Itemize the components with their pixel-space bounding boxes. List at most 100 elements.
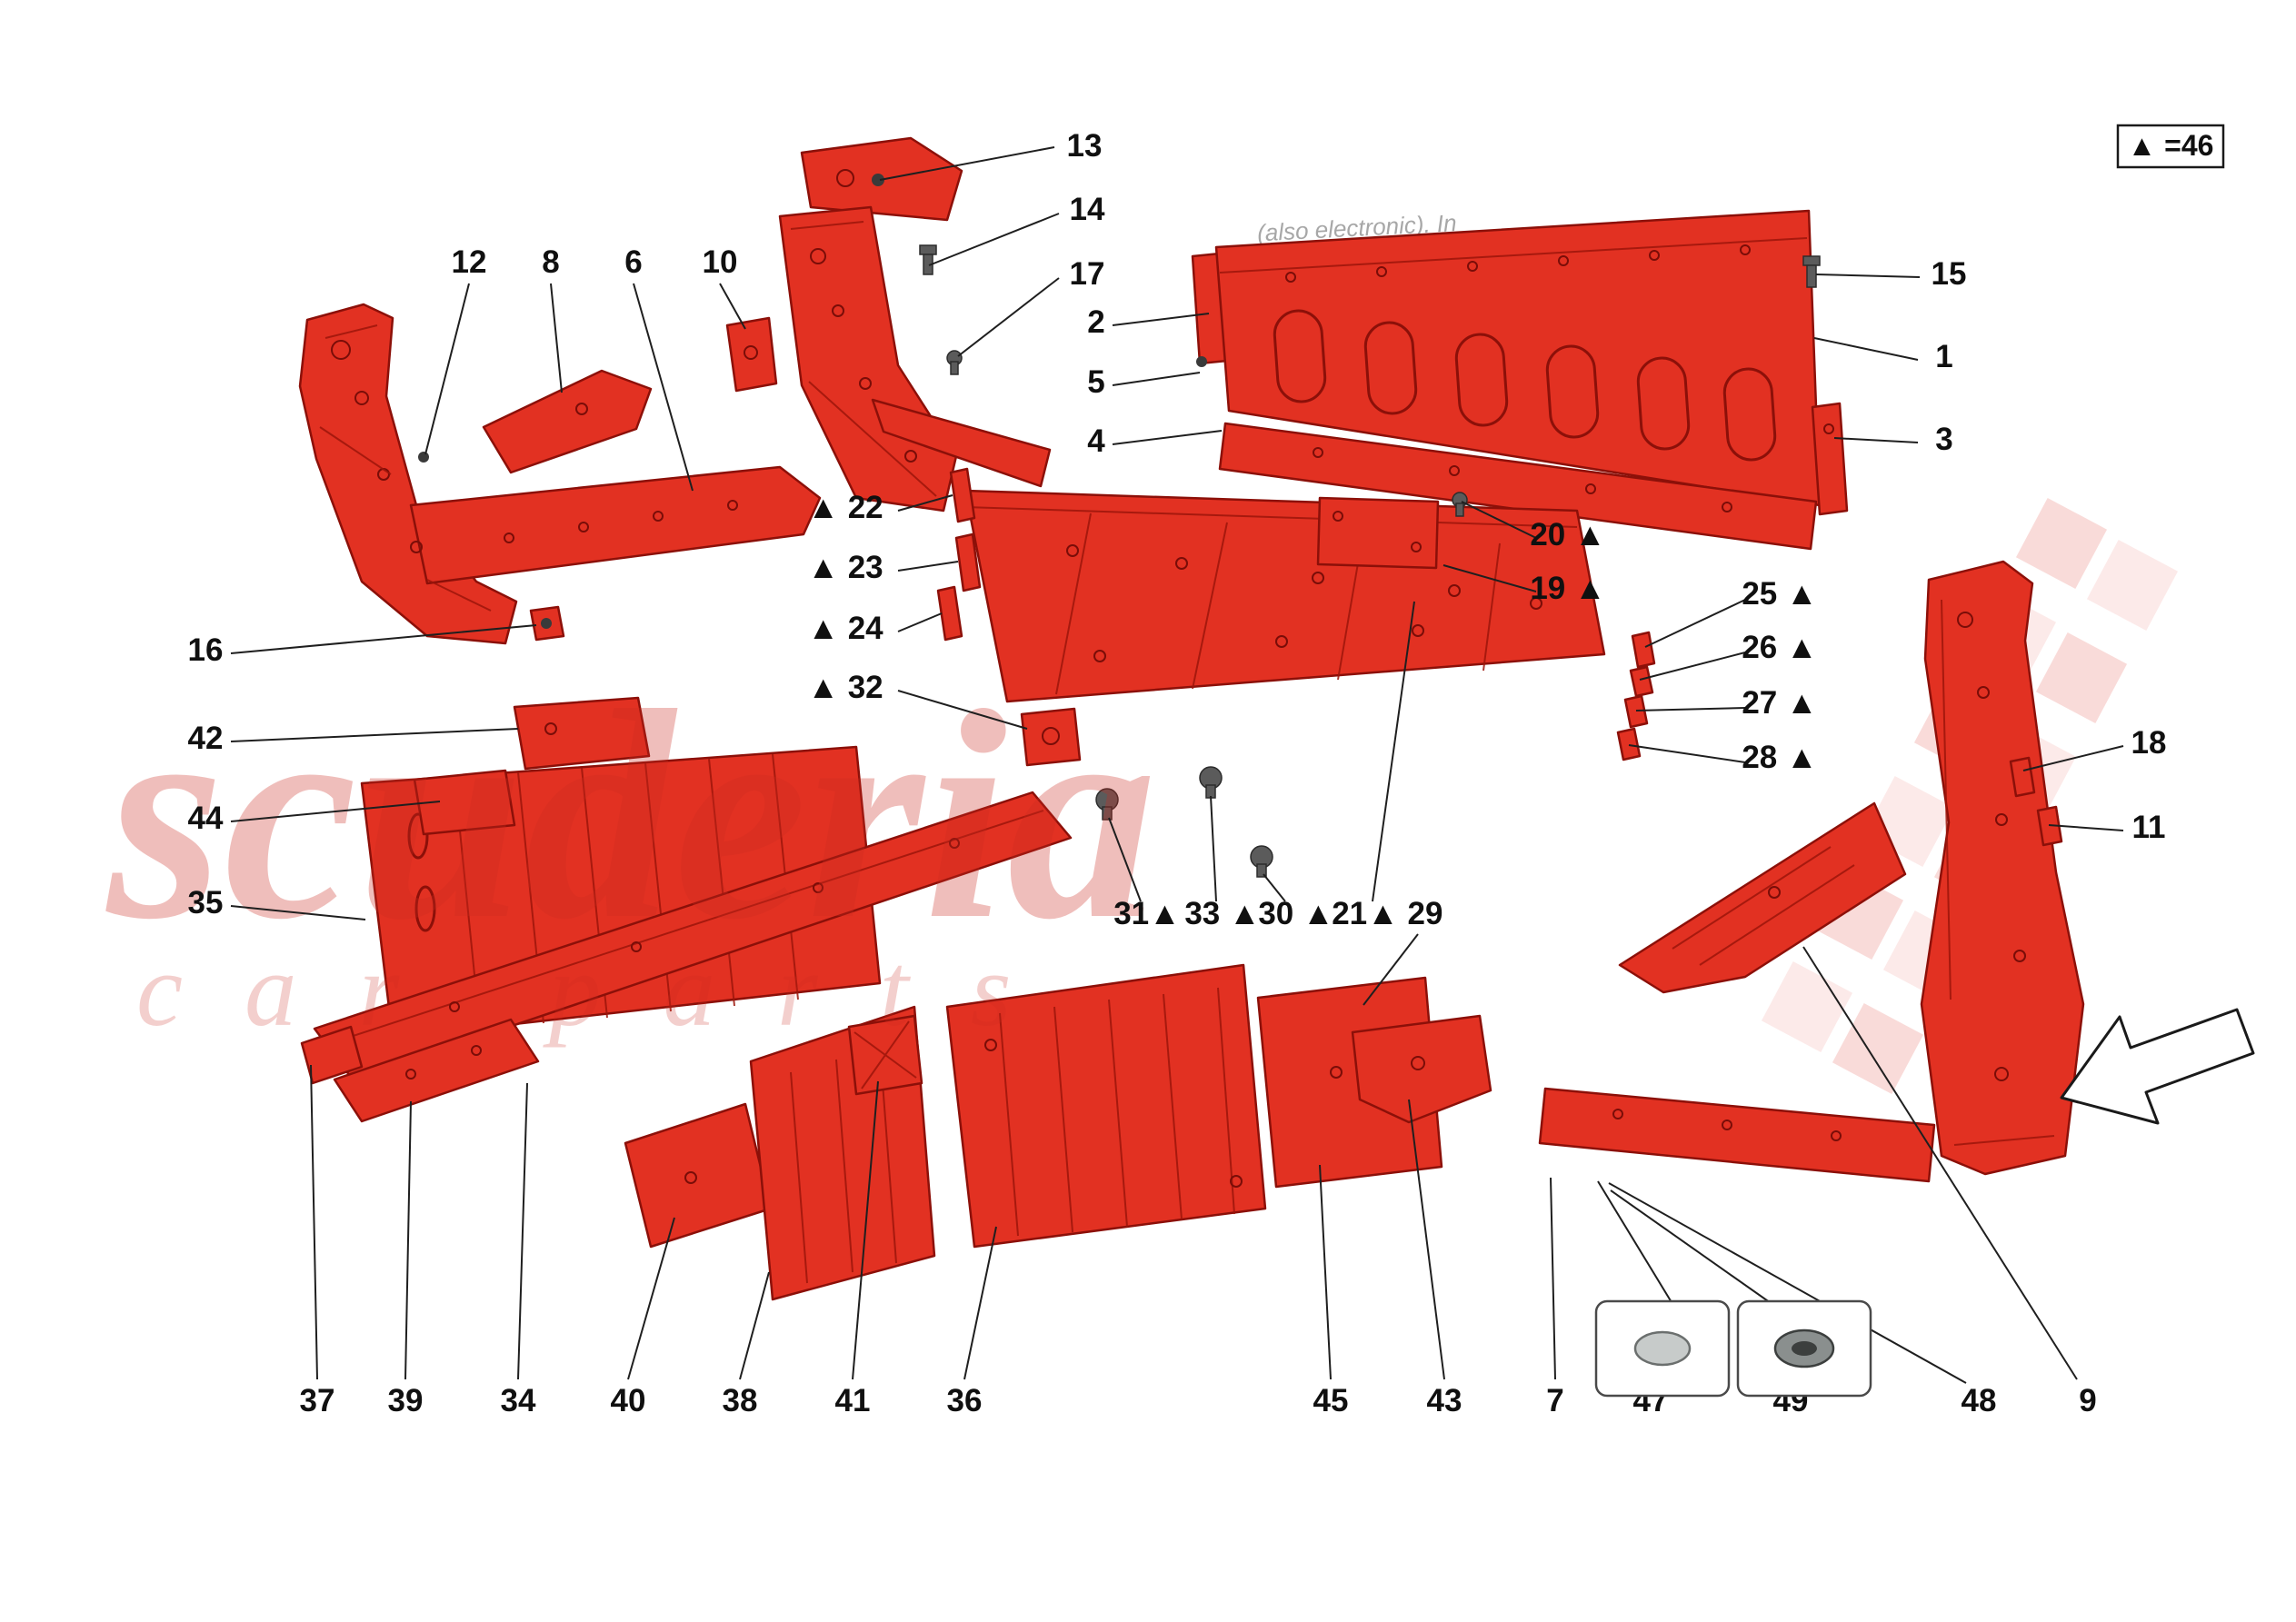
callout-15: 15 bbox=[1932, 256, 1967, 292]
leader-line-3 bbox=[1833, 437, 1919, 443]
part-right-pillar-assembly bbox=[1538, 560, 2085, 1183]
part-9-wedge bbox=[1618, 801, 1907, 994]
callout-35: 35 bbox=[188, 885, 224, 920]
part-6-side-rail bbox=[409, 465, 822, 585]
leader-line-38 bbox=[739, 1271, 770, 1380]
part-17-bolt bbox=[946, 350, 963, 375]
legend: ▲ =46 bbox=[2116, 124, 2225, 169]
part-8-bracket bbox=[482, 369, 653, 474]
leader-line-17 bbox=[957, 277, 1060, 357]
callout-8: 8 bbox=[542, 244, 559, 280]
part-47-box bbox=[1594, 1299, 1731, 1398]
part-31-bush bbox=[1095, 788, 1119, 821]
callout-41: 41 bbox=[835, 1383, 871, 1418]
leader-line-25 bbox=[1644, 599, 1746, 648]
leader-lines bbox=[230, 146, 2124, 1384]
part-22-strip bbox=[949, 467, 976, 523]
callout-34: 34 bbox=[501, 1383, 536, 1418]
leader-line-6 bbox=[633, 283, 694, 492]
leader-line-22 bbox=[897, 494, 953, 512]
callout-12: 12 bbox=[452, 244, 487, 280]
callout-13: 13 bbox=[1067, 128, 1103, 164]
part-25-clip bbox=[1631, 631, 1656, 669]
callout-23: ▲ 23 bbox=[807, 550, 883, 585]
callout-29: 29 bbox=[1408, 896, 1443, 931]
part-49-box bbox=[1736, 1299, 1872, 1398]
part-right-bottom-rail bbox=[1538, 1087, 1936, 1183]
leader-line-39 bbox=[404, 1100, 412, 1380]
callout-27: 27 ▲ bbox=[1742, 685, 1817, 721]
callout-42: 42 bbox=[188, 721, 224, 756]
part-28-clip bbox=[1616, 727, 1642, 761]
part-40-panel bbox=[624, 1102, 773, 1249]
callout-28: 28 ▲ bbox=[1742, 740, 1817, 775]
direction-arrow-icon bbox=[2060, 1008, 2255, 1125]
callout-48: 48 bbox=[1962, 1383, 1997, 1418]
part-rear-bulkhead bbox=[1191, 209, 1849, 551]
callout-24: ▲ 24 bbox=[807, 611, 883, 646]
callout-43: 43 bbox=[1427, 1383, 1462, 1418]
leader-line-18 bbox=[2022, 745, 2124, 771]
callout-26: 26 ▲ bbox=[1742, 630, 1817, 665]
leader-line-36 bbox=[963, 1226, 997, 1380]
part-top-centre-pillar bbox=[725, 136, 1052, 512]
callout-7: 7 bbox=[1546, 1383, 1563, 1418]
part-24-strip bbox=[936, 585, 963, 642]
callout-19: 19 ▲ bbox=[1530, 571, 1605, 606]
leader-line-4 bbox=[1112, 430, 1223, 445]
part-26-clip bbox=[1629, 665, 1654, 698]
callout-9: 9 bbox=[2079, 1383, 2096, 1418]
leader-line-23 bbox=[897, 561, 959, 572]
leader-line-28 bbox=[1628, 744, 1746, 763]
part-left-pillar bbox=[298, 303, 518, 645]
callout-11: 11 bbox=[2132, 810, 2166, 845]
callout-44: 44 bbox=[188, 801, 224, 836]
legend-text: ▲ =46 bbox=[2128, 129, 2214, 162]
part-12-bolt bbox=[418, 452, 429, 463]
leader-line-20 bbox=[1461, 501, 1537, 539]
part-13-grommet bbox=[872, 174, 884, 186]
callout-3: 3 bbox=[1935, 422, 1952, 457]
callout-10: 10 bbox=[703, 244, 738, 280]
leader-line-13 bbox=[879, 146, 1055, 181]
part-centre-rail bbox=[871, 398, 1052, 488]
part-23-strip bbox=[954, 532, 982, 592]
leader-line-2 bbox=[1112, 313, 1210, 326]
callout-5: 5 bbox=[1087, 364, 1104, 400]
part-central-bulkhead bbox=[936, 467, 1656, 1037]
callout-18: 18 bbox=[2131, 725, 2167, 761]
leader-line-14 bbox=[928, 213, 1060, 266]
leader-line-27 bbox=[1635, 707, 1746, 711]
brand-watermark: scuderia car parts bbox=[103, 650, 1157, 1048]
part-39-panel bbox=[333, 1018, 540, 1123]
leader-line-44 bbox=[230, 801, 441, 822]
leader-line-11 bbox=[2048, 824, 2124, 831]
extra-leader-0 bbox=[1597, 1180, 1681, 1317]
callout-33: 33 ▲ bbox=[1184, 896, 1260, 931]
part-3-bracket bbox=[1811, 402, 1849, 516]
part-32-bracket bbox=[1020, 707, 1082, 767]
leader-line-1 bbox=[1813, 337, 1919, 361]
leader-line-41 bbox=[852, 1080, 879, 1380]
red-parts bbox=[298, 136, 2085, 1301]
part-33-bush bbox=[1199, 766, 1223, 799]
leader-line-29 bbox=[1363, 933, 1419, 1006]
leader-line-42 bbox=[230, 728, 519, 742]
leader-line-12 bbox=[424, 283, 470, 455]
leader-line-35 bbox=[230, 905, 366, 920]
leader-line-30 bbox=[1263, 873, 1286, 902]
leader-line-43 bbox=[1408, 1099, 1445, 1380]
callout-14: 14 bbox=[1070, 192, 1105, 227]
part-36-floor-panel bbox=[945, 963, 1267, 1249]
callout-25: 25 ▲ bbox=[1742, 576, 1817, 612]
leader-line-34 bbox=[517, 1082, 528, 1380]
leader-line-31 bbox=[1108, 817, 1142, 902]
callout-17: 17 bbox=[1070, 256, 1105, 292]
legend-box bbox=[2116, 124, 2225, 169]
part-front-floor bbox=[360, 696, 882, 1040]
callout-20: 20 ▲ bbox=[1530, 517, 1605, 552]
callout-45: 45 bbox=[1313, 1383, 1349, 1418]
part-19-bracket bbox=[1316, 496, 1440, 570]
